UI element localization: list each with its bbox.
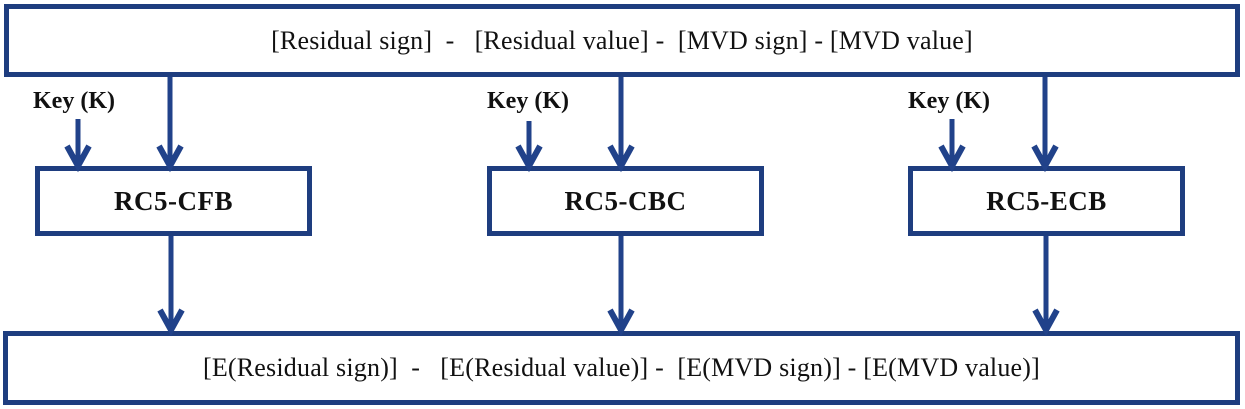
cipher-label-rc5-cfb: RC5-CFB — [114, 185, 233, 216]
output-data-text: [E(Residual sign)] - [E(Residual value)]… — [202, 353, 1041, 382]
cipher-label-rc5-ecb: RC5-ECB — [986, 185, 1107, 216]
input-data-text: [Residual sign] - [Residual value] - [MV… — [271, 25, 973, 55]
cipher-label-rc5-cbc: RC5-CBC — [564, 185, 687, 216]
key-label-cbc: Key (K) — [487, 88, 569, 114]
cipher-box-rc5-cfb: RC5-CFB — [35, 166, 312, 236]
cipher-box-rc5-ecb: RC5-ECB — [908, 166, 1185, 236]
cipher-box-rc5-cbc: RC5-CBC — [487, 166, 764, 236]
output-data-box: [E(Residual sign)] - [E(Residual value)]… — [3, 331, 1240, 405]
key-label-ecb: Key (K) — [908, 88, 990, 114]
key-label-cfb: Key (K) — [33, 88, 115, 114]
input-data-box: [Residual sign] - [Residual value] - [MV… — [4, 4, 1240, 77]
